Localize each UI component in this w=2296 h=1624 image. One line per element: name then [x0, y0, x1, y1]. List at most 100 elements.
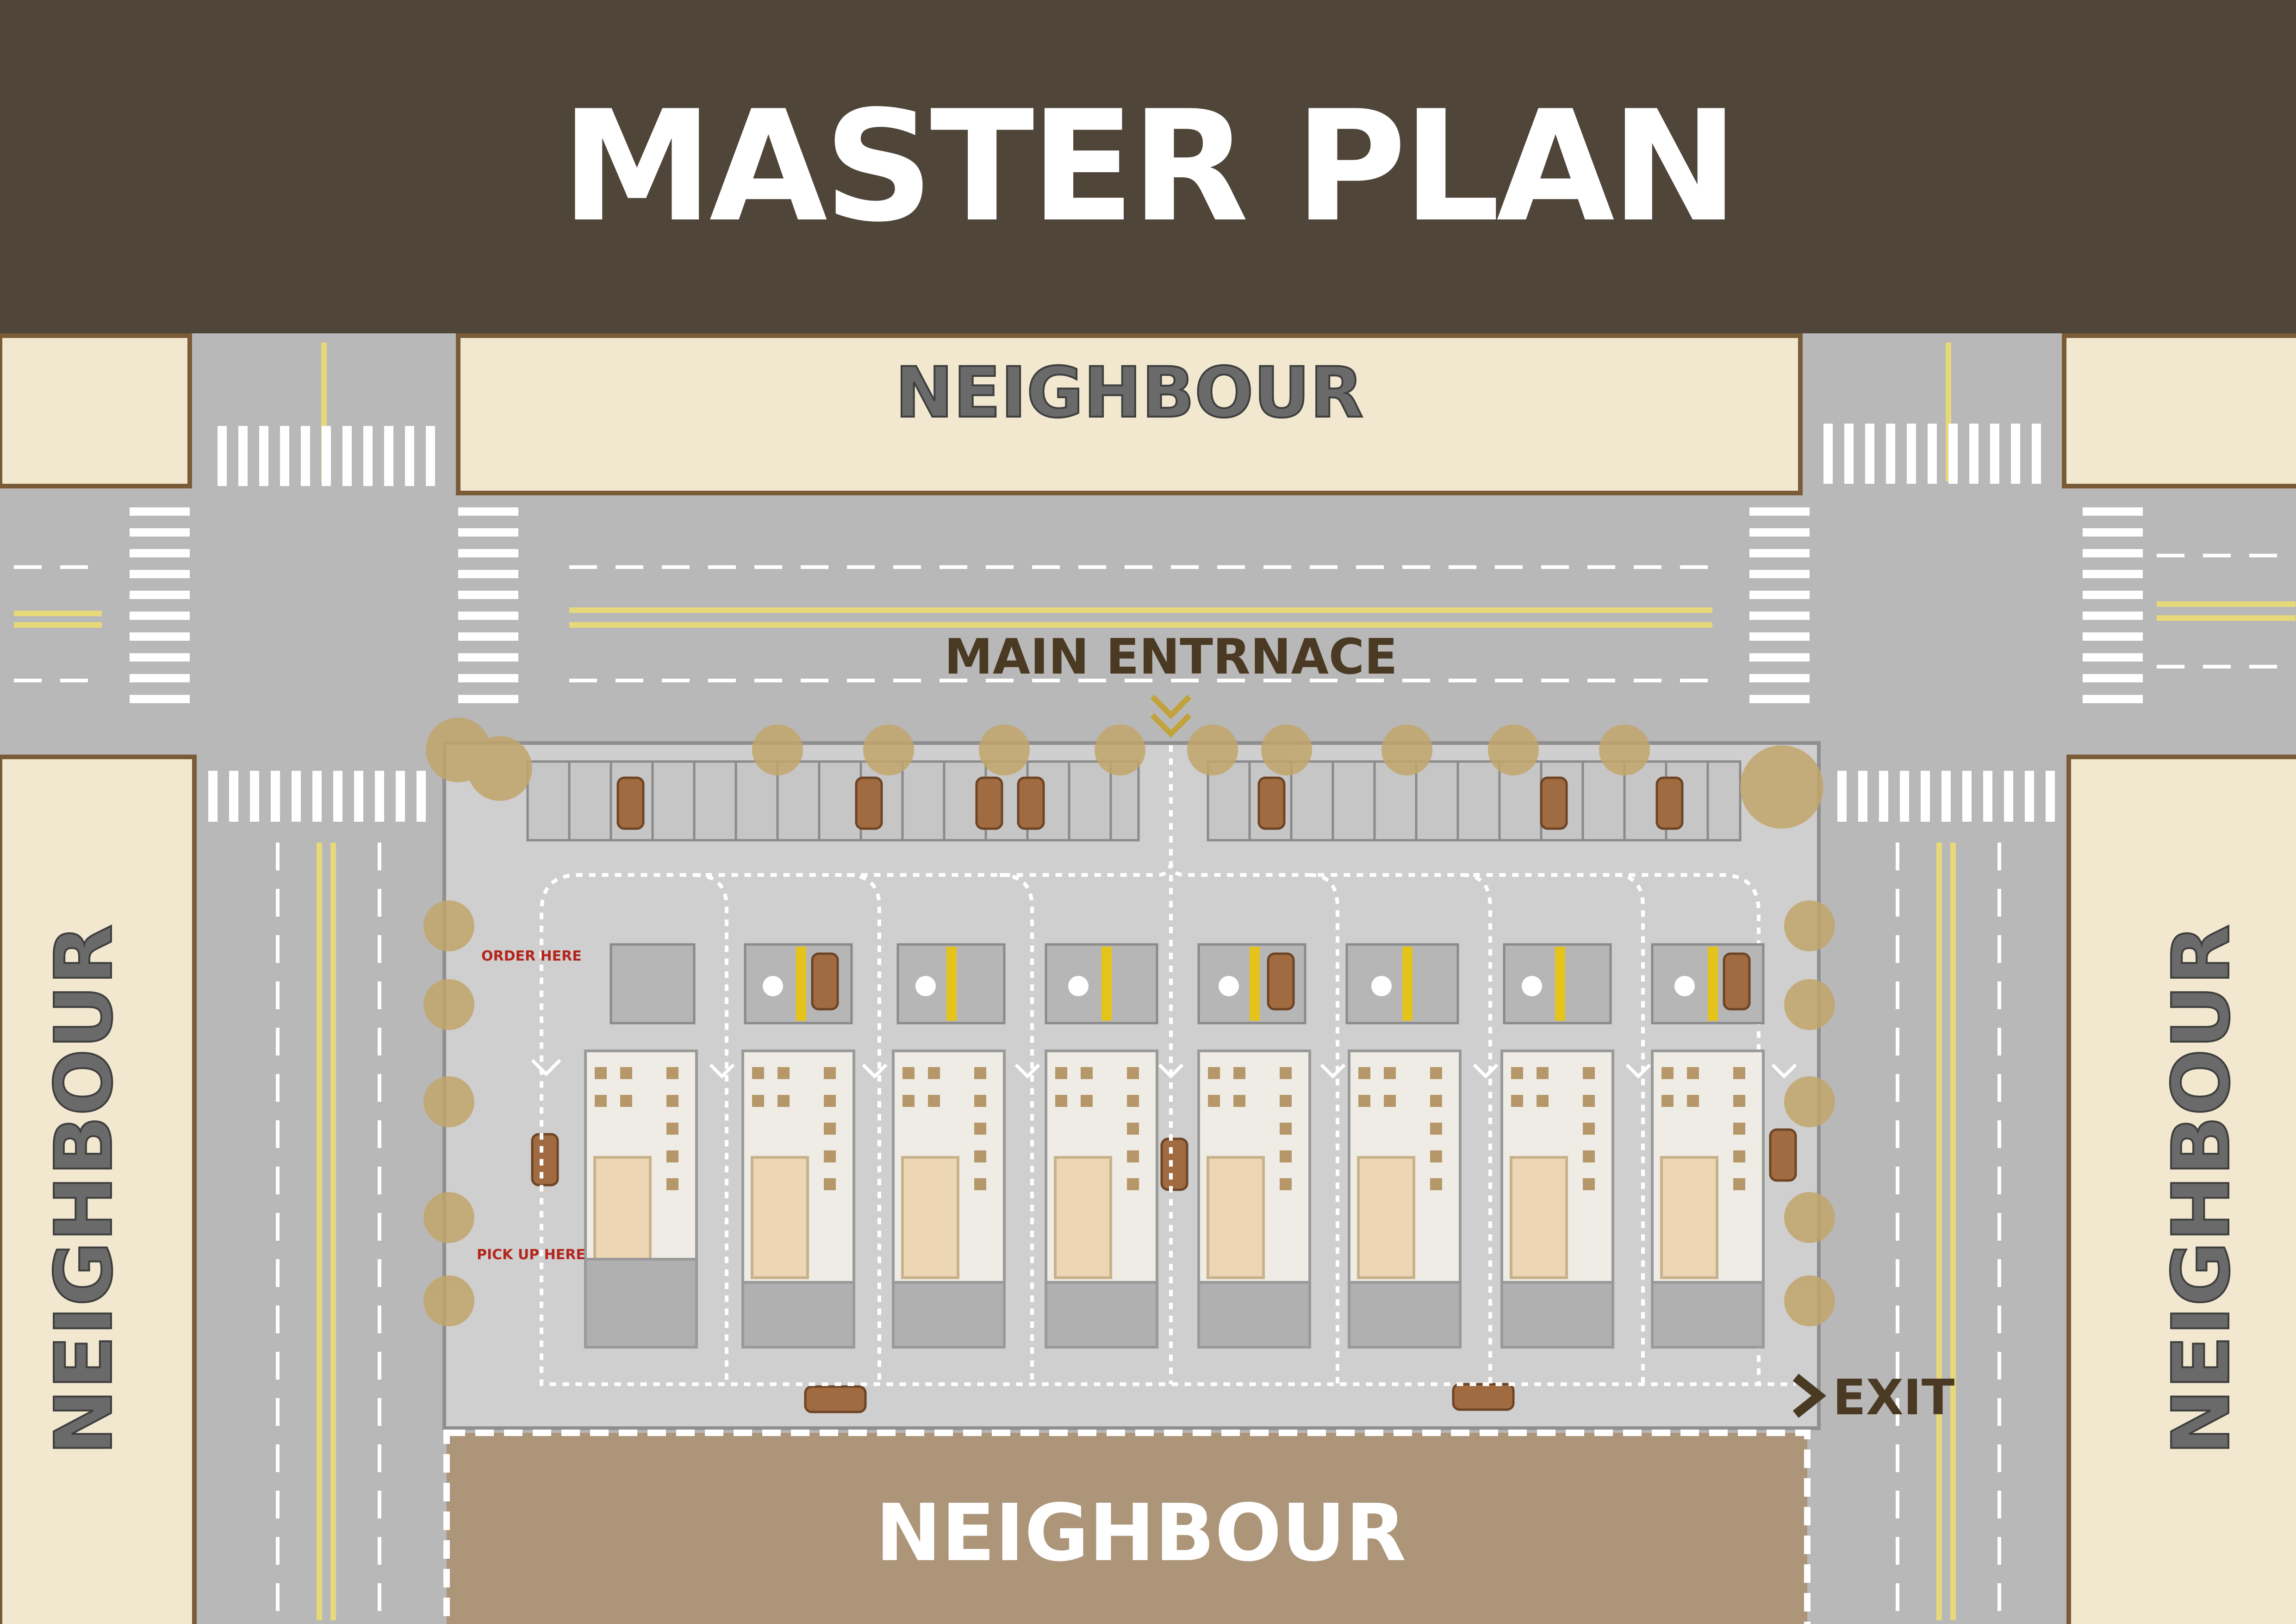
parking-row-right	[1207, 760, 1742, 842]
table-icon	[1430, 1095, 1442, 1107]
tree-icon	[979, 725, 1030, 775]
car-icon	[1017, 776, 1045, 830]
neighbour-block-bottom	[443, 1430, 1811, 1624]
table-icon	[1055, 1095, 1067, 1107]
table-icon	[666, 1067, 678, 1079]
table-icon	[1055, 1067, 1067, 1079]
table-icon	[778, 1095, 790, 1107]
parked-cars	[531, 776, 1797, 1413]
car-icon	[1452, 1383, 1515, 1411]
crosswalks	[208, 424, 2055, 822]
tree-icon	[1187, 725, 1238, 775]
wheelchair-icon	[763, 976, 783, 996]
wheelchair-icon	[1674, 976, 1695, 996]
tree-icon	[467, 736, 532, 801]
tree-icon	[1261, 725, 1312, 775]
table-icon	[752, 1095, 764, 1107]
car-icon	[1160, 1137, 1188, 1191]
table-icon	[1358, 1067, 1370, 1079]
table-icon	[902, 1067, 915, 1079]
tree-icon	[423, 1192, 474, 1243]
table-icon	[1537, 1067, 1549, 1079]
chevron-down-icon	[1771, 1063, 1797, 1079]
tree-icon	[1381, 725, 1432, 775]
parcel-top-left	[0, 333, 192, 488]
neighbour-left-label: NEIGHBOUR	[38, 924, 130, 1455]
car-icon	[1769, 1128, 1797, 1182]
table-icon	[974, 1123, 986, 1135]
entrance-chevrons	[1150, 694, 1192, 738]
accessible-stripe	[1250, 947, 1260, 1021]
neighbour-right-label: NEIGHBOUR	[2156, 924, 2247, 1455]
table-icon	[595, 1095, 607, 1107]
table-icon	[595, 1067, 607, 1079]
car-icon	[1655, 776, 1684, 830]
table-icon	[1687, 1095, 1699, 1107]
tree-icon	[1784, 1275, 1835, 1326]
lane-chevrons	[531, 1059, 1797, 1079]
table-icon	[824, 1150, 836, 1162]
table-icon	[1384, 1095, 1396, 1107]
chevron-down-icon	[1473, 1063, 1499, 1079]
site-plan: NEIGHBOUR NEIGHBOUR NEIGHBOUR NEIGHBOUR …	[0, 333, 2296, 1624]
chevron-right-icon	[1792, 1374, 1827, 1418]
car-icon	[1540, 776, 1568, 830]
unit-3	[892, 1049, 1006, 1349]
table-icon	[1358, 1095, 1370, 1107]
crosswalk-right-b	[2083, 507, 2143, 703]
table-icon	[1280, 1150, 1292, 1162]
table-icon	[974, 1178, 986, 1190]
table-icon	[1081, 1095, 1093, 1107]
table-icon	[1127, 1123, 1139, 1135]
table-icon	[974, 1095, 986, 1107]
tree-icon	[423, 900, 474, 951]
drive-lanes	[540, 745, 1796, 1386]
tree-icon	[1784, 900, 1835, 951]
car-icon	[616, 776, 645, 830]
tree-icon	[423, 979, 474, 1030]
table-icon	[928, 1067, 940, 1079]
car-icon	[811, 952, 839, 1011]
parcel-left	[0, 755, 197, 1624]
chevron-down-icon	[1320, 1063, 1346, 1079]
wheelchair-icon	[915, 976, 936, 996]
accessible-stripe	[1708, 947, 1718, 1021]
wheelchair-icon	[1068, 976, 1089, 996]
tree-icon	[1740, 745, 1823, 829]
car-icon	[804, 1385, 867, 1413]
seating-tables	[595, 1067, 1745, 1190]
parcel-right	[2066, 755, 2296, 1624]
table-icon	[666, 1095, 678, 1107]
unit-5	[1197, 1049, 1311, 1349]
table-icon	[974, 1067, 986, 1079]
car-icon	[975, 776, 1003, 830]
service-cars	[811, 952, 1751, 1011]
table-icon	[620, 1067, 632, 1079]
table-icon	[1127, 1178, 1139, 1190]
wheelchair-icon	[1522, 976, 1542, 996]
table-icon	[824, 1123, 836, 1135]
table-icon	[824, 1067, 836, 1079]
table-icon	[1280, 1067, 1292, 1079]
table-icon	[1280, 1095, 1292, 1107]
title-bar: MASTER PLAN	[0, 0, 2296, 333]
chevron-down-icon	[1014, 1063, 1040, 1079]
table-icon	[666, 1150, 678, 1162]
table-icon	[1511, 1067, 1523, 1079]
tree-icon	[1095, 725, 1145, 775]
tree-icon	[423, 1076, 474, 1127]
car-icon	[1257, 776, 1286, 830]
unit-1-service	[610, 943, 696, 1024]
unit-service-boxes	[610, 943, 1765, 1024]
table-icon	[1661, 1095, 1674, 1107]
tree-icon	[1599, 725, 1650, 775]
accessible-stripe	[1101, 947, 1112, 1021]
crosswalk-right-a	[1749, 507, 1810, 703]
crosswalk-left-b	[458, 507, 518, 703]
table-icon	[1583, 1067, 1595, 1079]
chevron-down-icon	[1625, 1063, 1651, 1079]
table-icon	[902, 1095, 915, 1107]
table-icon	[1733, 1150, 1745, 1162]
table-icon	[1208, 1067, 1220, 1079]
table-icon	[1233, 1067, 1245, 1079]
